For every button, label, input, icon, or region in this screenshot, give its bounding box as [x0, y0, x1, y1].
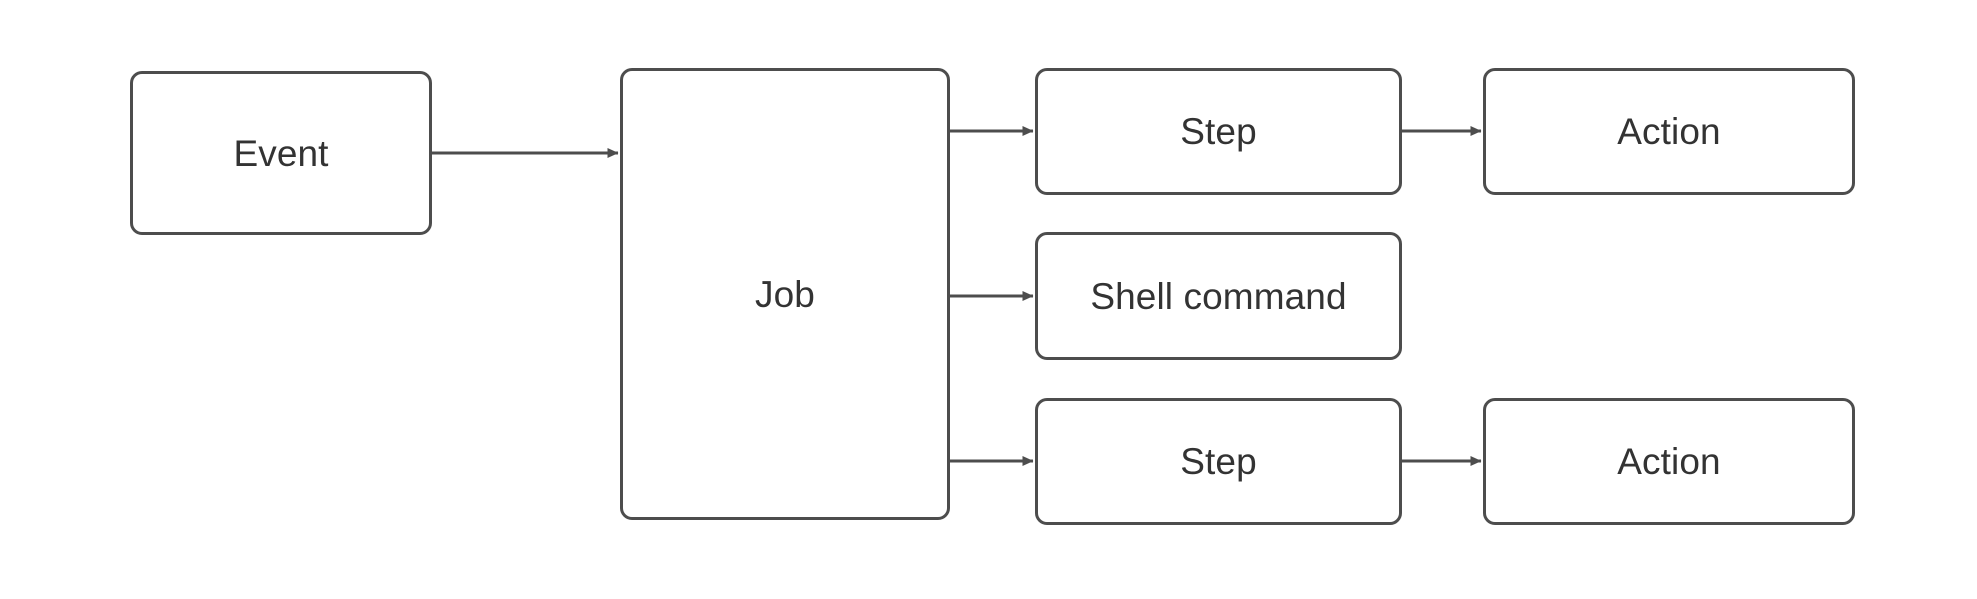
node-job-label: Job — [755, 273, 815, 315]
node-action-2-label: Action — [1617, 441, 1721, 482]
node-event-label: Event — [233, 132, 329, 174]
node-action-1-label: Action — [1617, 111, 1721, 152]
node-step-1[interactable]: Step — [1035, 68, 1402, 195]
node-step-2[interactable]: Step — [1035, 398, 1402, 525]
node-action-1[interactable]: Action — [1483, 68, 1855, 195]
node-shell-command-label: Shell command — [1090, 275, 1347, 317]
node-job[interactable]: Job — [620, 68, 950, 520]
node-event[interactable]: Event — [130, 71, 432, 235]
node-step-2-label: Step — [1180, 441, 1257, 482]
node-shell-command[interactable]: Shell command — [1035, 232, 1402, 360]
node-action-2[interactable]: Action — [1483, 398, 1855, 525]
node-step-1-label: Step — [1180, 111, 1257, 152]
